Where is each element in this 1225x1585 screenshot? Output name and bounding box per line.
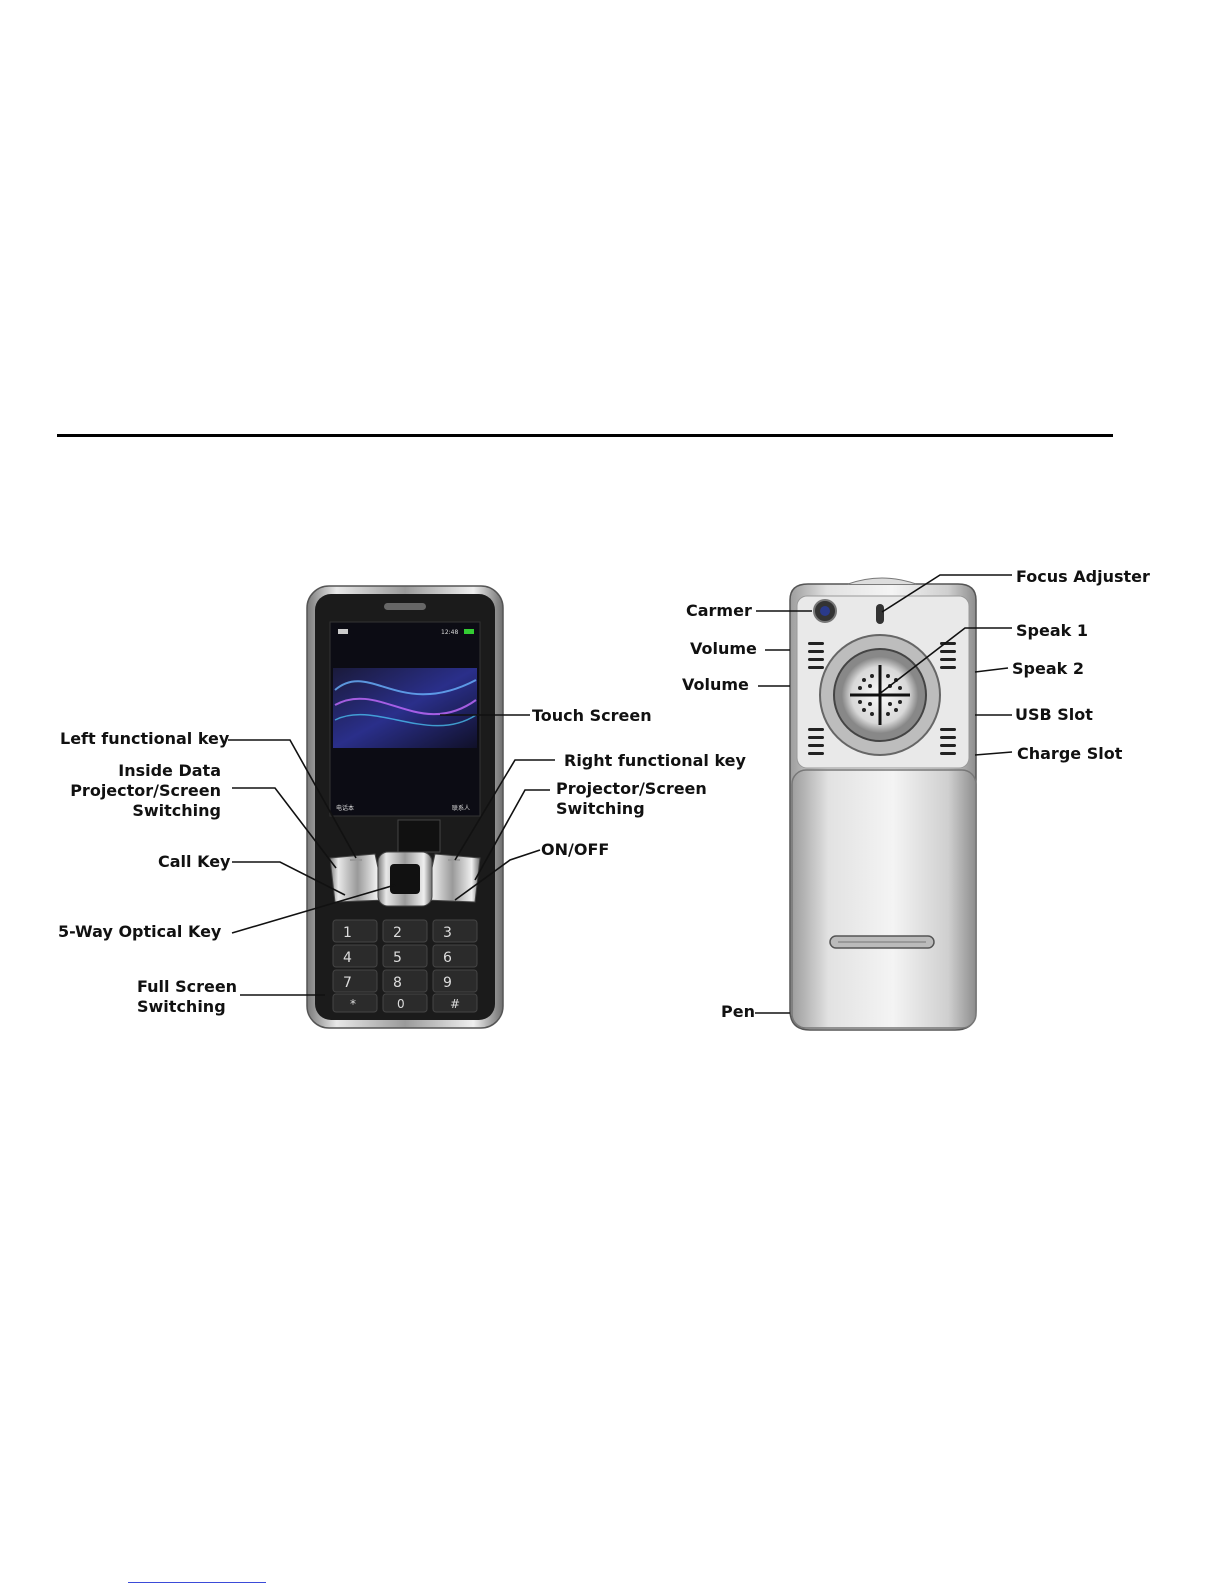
signal-icon xyxy=(338,629,348,634)
svg-text:#: # xyxy=(450,997,460,1011)
label-inside-data-1: Inside Data xyxy=(118,761,221,780)
focus-adjuster[interactable] xyxy=(876,604,884,624)
label-volume-1: Volume xyxy=(690,639,757,658)
label-left-functional-key: Left functional key xyxy=(60,729,230,748)
label-carmer: Carmer xyxy=(686,601,752,620)
label-pen: Pen xyxy=(721,1002,755,1021)
svg-text:3: 3 xyxy=(443,925,452,941)
label-speak-1: Speak 1 xyxy=(1016,621,1088,640)
keypad-key[interactable]: 7 xyxy=(333,970,377,992)
keypad-key[interactable]: * xyxy=(333,994,377,1012)
svg-text:*: * xyxy=(350,997,356,1011)
svg-text:6: 6 xyxy=(443,950,452,966)
battery-cover xyxy=(792,770,976,1028)
keypad-key[interactable]: 9 xyxy=(433,970,477,992)
keypad-key[interactable]: 0 xyxy=(383,994,427,1012)
keypad-key[interactable]: 2 xyxy=(383,920,427,942)
label-full-screen-1: Full Screen xyxy=(137,977,237,996)
label-five-way-optical-key: 5-Way Optical Key xyxy=(58,922,222,941)
label-touch-screen: Touch Screen xyxy=(532,706,652,725)
footer-link-underline xyxy=(128,1582,266,1583)
keypad: 1 2 3 4 5 6 7 8 9 * 0 # xyxy=(333,920,477,1012)
screen-softkey-left: 电话本 xyxy=(336,804,354,812)
label-charge-slot: Charge Slot xyxy=(1017,744,1123,763)
label-volume-2: Volume xyxy=(682,675,749,694)
label-inside-data-3: Switching xyxy=(132,801,221,820)
label-speak-2: Speak 2 xyxy=(1012,659,1084,678)
screen-softkey-right: 联系人 xyxy=(452,804,470,812)
svg-text:2: 2 xyxy=(393,925,402,941)
svg-text:0: 0 xyxy=(397,997,405,1011)
label-call-key: Call Key xyxy=(158,852,231,871)
svg-text:5: 5 xyxy=(393,950,402,966)
on-off-key[interactable] xyxy=(425,854,480,902)
keypad-key[interactable]: 4 xyxy=(333,945,377,967)
label-usb-slot: USB Slot xyxy=(1015,705,1093,724)
label-on-off: ON/OFF xyxy=(541,840,609,859)
keypad-key[interactable]: 3 xyxy=(433,920,477,942)
label-projector-2: Switching xyxy=(556,799,645,818)
svg-text:9: 9 xyxy=(443,975,452,991)
label-focus-adjuster: Focus Adjuster xyxy=(1016,567,1150,586)
keypad-key[interactable]: 8 xyxy=(383,970,427,992)
keypad-key[interactable]: # xyxy=(433,994,477,1012)
label-projector-1: Projector/Screen xyxy=(556,779,707,798)
projector-lens xyxy=(398,820,440,852)
five-way-optical-key[interactable] xyxy=(390,864,420,894)
label-right-functional-key: Right functional key xyxy=(564,751,747,770)
keypad-key[interactable]: 1 xyxy=(333,920,377,942)
earpiece xyxy=(384,603,426,610)
screen-time: 12:48 xyxy=(441,629,458,636)
svg-text:8: 8 xyxy=(393,975,402,991)
svg-text:1: 1 xyxy=(343,925,352,941)
back-phone xyxy=(790,578,976,1030)
svg-text:4: 4 xyxy=(343,950,352,966)
battery-icon xyxy=(464,629,474,634)
screen-wallpaper xyxy=(333,668,477,748)
label-full-screen-2: Switching xyxy=(137,997,226,1016)
keypad-key[interactable]: 6 xyxy=(433,945,477,967)
keypad-key[interactable]: 5 xyxy=(383,945,427,967)
call-key[interactable] xyxy=(330,854,385,902)
label-inside-data-2: Projector/Screen xyxy=(70,781,221,800)
front-phone: 12:48 电话本 联系人 1 2 3 4 5 6 7 8 9 * 0 # xyxy=(307,586,503,1028)
svg-text:7: 7 xyxy=(343,975,352,991)
